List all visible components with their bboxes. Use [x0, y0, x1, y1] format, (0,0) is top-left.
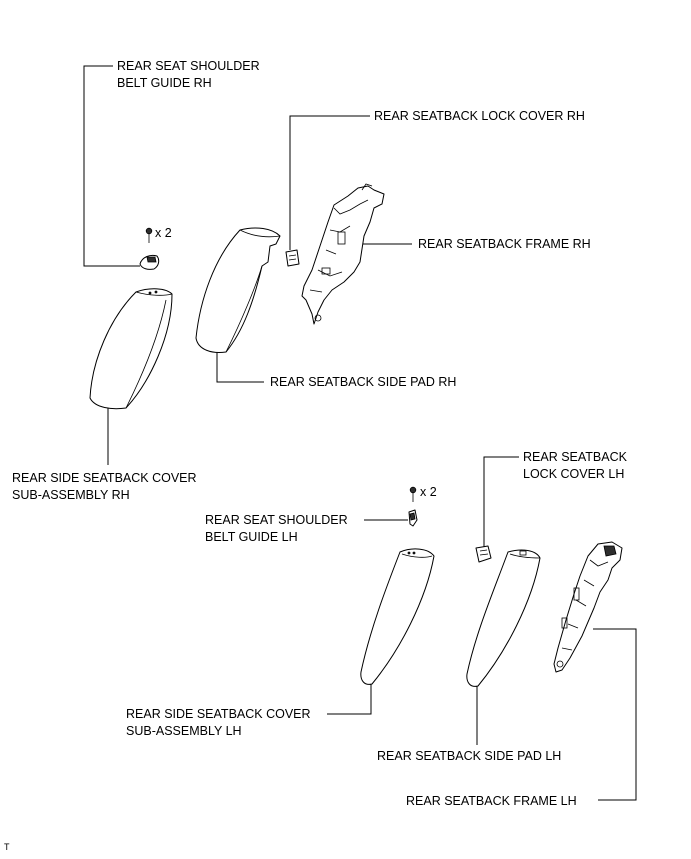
screw-icon-lh	[409, 486, 417, 502]
cover-rh-part	[89, 288, 173, 410]
label-belt-guide-lh-line2: BELT GUIDE LH	[205, 530, 298, 544]
label-lock-cover-rh: REAR SEATBACK LOCK COVER RH	[374, 109, 585, 123]
leader-lock-cover-rh	[289, 115, 370, 250]
label-lock-cover-lh-line1: REAR SEATBACK	[523, 450, 628, 464]
label-cover-rh-line2: SUB-ASSEMBLY RH	[12, 488, 130, 502]
lock-cover-lh-part	[475, 545, 492, 563]
label-cover-rh: REAR SIDE SEATBACK COVER SUB-ASSEMBLY RH	[12, 471, 197, 502]
label-cover-rh-line1: REAR SIDE SEATBACK COVER	[12, 471, 197, 485]
leader-lock-cover-lh	[483, 456, 519, 548]
label-cover-lh-line2: SUB-ASSEMBLY LH	[126, 724, 242, 738]
label-frame-lh: REAR SEATBACK FRAME LH	[406, 794, 577, 808]
frame-lh-part	[553, 541, 623, 673]
footer-mark: T	[4, 842, 10, 852]
side-pad-rh-part	[195, 227, 281, 353]
label-belt-guide-lh: REAR SEAT SHOULDER BELT GUIDE LH	[205, 513, 348, 544]
leader-frame-lh	[593, 628, 637, 801]
frame-rh-part	[301, 183, 385, 325]
label-lock-cover-lh-line2: LOCK COVER LH	[523, 467, 624, 481]
label-belt-guide-rh: REAR SEAT SHOULDER BELT GUIDE RH	[117, 59, 260, 90]
belt-guide-rh-part	[139, 254, 160, 270]
screw-count-lh: x 2	[420, 485, 437, 499]
lock-cover-rh-part	[285, 249, 300, 267]
leader-side-pad-rh	[216, 352, 264, 383]
label-cover-lh: REAR SIDE SEATBACK COVER SUB-ASSEMBLY LH	[126, 707, 311, 738]
label-side-pad-lh: REAR SEATBACK SIDE PAD LH	[377, 749, 561, 763]
leader-belt-guide-rh	[83, 65, 140, 267]
label-belt-guide-lh-line1: REAR SEAT SHOULDER	[205, 513, 348, 527]
label-lock-cover-lh: REAR SEATBACK LOCK COVER LH	[523, 450, 628, 481]
label-cover-lh-line1: REAR SIDE SEATBACK COVER	[126, 707, 311, 721]
leader-cover-lh	[327, 682, 372, 715]
label-belt-guide-rh-line1: REAR SEAT SHOULDER	[117, 59, 260, 73]
cover-lh-part	[360, 548, 435, 685]
screw-count-rh: x 2	[155, 226, 172, 240]
side-pad-lh-part	[466, 549, 541, 687]
belt-guide-lh-part	[408, 509, 418, 527]
label-belt-guide-rh-line2: BELT GUIDE RH	[117, 76, 212, 90]
label-frame-rh: REAR SEATBACK FRAME RH	[418, 237, 591, 251]
label-side-pad-rh: REAR SEATBACK SIDE PAD RH	[270, 375, 456, 389]
screw-icon-rh	[145, 227, 153, 243]
